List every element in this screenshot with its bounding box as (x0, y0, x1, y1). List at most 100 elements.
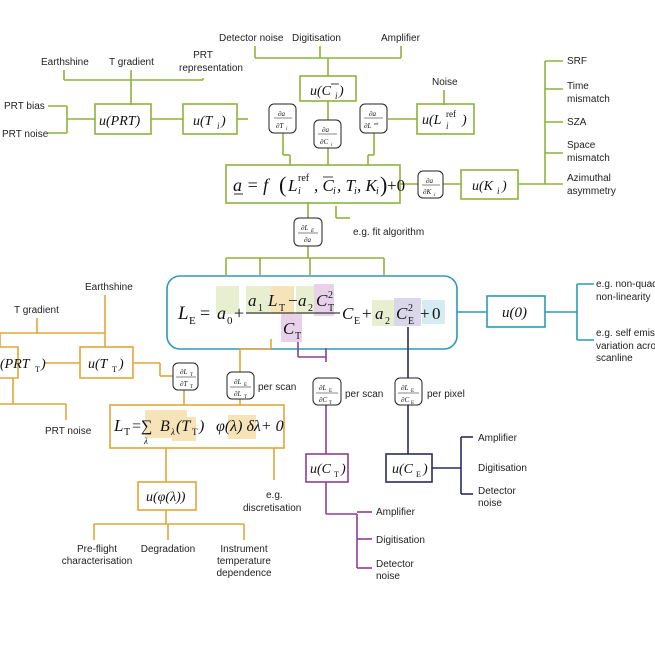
svg-text:λ: λ (143, 436, 148, 446)
equation-highlights (145, 284, 445, 441)
svg-text:u(L: u(L (422, 113, 442, 128)
label-digitisation-purple: Digitisation (376, 535, 425, 546)
orange-branch (0, 295, 285, 540)
svg-text:E: E (408, 316, 414, 327)
label-detector-navy-1: Detector (478, 486, 516, 497)
svg-text:C: C (316, 291, 328, 310)
svg-text:2: 2 (328, 290, 333, 301)
label-prt-bias: PRT bias (4, 101, 45, 112)
label-per-pixel: per pixel (427, 389, 465, 400)
svg-text:): ) (340, 462, 346, 477)
svg-text:u(0): u(0) (502, 305, 527, 321)
label-digitisation-navy: Digitisation (478, 463, 527, 474)
label-space-mismatch-1: Space (567, 140, 596, 151)
svg-text:C: C (283, 319, 295, 338)
svg-text:E: E (416, 470, 421, 479)
svg-text:=: = (200, 303, 210, 323)
svg-text:∂L: ∂L (234, 378, 241, 386)
svg-text:−: − (288, 291, 298, 310)
svg-text:): ) (118, 357, 124, 372)
svg-text:λ: λ (170, 427, 175, 437)
svg-text:0: 0 (227, 315, 233, 327)
svg-text:T: T (334, 470, 339, 479)
svg-text:∂L: ∂L (301, 224, 308, 232)
label-instrument-3: dependence (216, 568, 271, 579)
svg-text:∂C: ∂C (320, 138, 328, 146)
svg-text:i: i (217, 121, 220, 131)
svg-text:L: L (287, 176, 297, 195)
svg-text:i: i (376, 186, 379, 197)
svg-text:E: E (411, 389, 414, 394)
label-noise: Noise (432, 77, 458, 88)
navy-branch (385, 327, 473, 495)
svg-text:E: E (189, 315, 196, 327)
svg-text:∂C: ∂C (401, 396, 409, 404)
svg-text:∂L: ∂L (319, 384, 326, 392)
label-srf: SRF (567, 56, 587, 67)
svg-text:ref: ref (374, 121, 379, 126)
svg-text:i: i (331, 143, 333, 148)
svg-text:1: 1 (258, 303, 263, 314)
label-instrument-1: Instrument (220, 544, 267, 555)
svg-text:): ) (220, 114, 226, 129)
svg-text:T: T (124, 427, 130, 438)
svg-text:L: L (113, 416, 123, 435)
label-digitisation: Digitisation (292, 33, 341, 44)
label-prt-representation-1: PRT (193, 50, 213, 61)
label-detector-purple-1: Detector (376, 559, 414, 570)
label-instrument-2: temperature (217, 556, 271, 567)
svg-text:+: + (420, 304, 430, 323)
label-prt-noise-lower: PRT noise (45, 426, 92, 437)
svg-text:φ(λ) δλ+ 0: φ(λ) δλ+ 0 (216, 418, 284, 435)
svg-text:∂a: ∂a (278, 110, 285, 118)
label-prt-noise: PRT noise (2, 129, 49, 140)
label-non-quad-1: e.g. non-quad (596, 279, 655, 290)
svg-text:u(C: u(C (310, 462, 332, 477)
svg-text:): ) (422, 462, 428, 477)
svg-text:T: T (295, 331, 301, 342)
label-azimuthal-2: asymmetry (567, 186, 616, 197)
label-earthshine: Earthshine (41, 57, 89, 68)
svg-text:T: T (112, 365, 117, 374)
green-branch (48, 46, 563, 275)
svg-text:L: L (267, 291, 277, 310)
svg-text:2: 2 (408, 303, 413, 314)
svg-text:C: C (342, 304, 354, 323)
svg-text:a = f: a = f (233, 175, 271, 195)
label-t-gradient: T gradient (109, 57, 154, 68)
svg-text:C: C (396, 304, 408, 323)
svg-text:u(T: u(T (193, 114, 214, 129)
svg-text:∂T: ∂T (276, 122, 284, 130)
svg-text:u(φ(λ)): u(φ(λ)) (146, 490, 186, 505)
navy-partial (394, 377, 423, 406)
svg-text:∂L: ∂L (401, 384, 408, 392)
svg-text:T: T (328, 303, 334, 314)
label-fit-algorithm: e.g. fit algorithm (353, 227, 424, 238)
svg-text:i: i (497, 186, 500, 196)
svg-text:i: i (446, 121, 449, 131)
svg-text:E: E (244, 383, 247, 388)
purple-branch (297, 340, 372, 569)
svg-text:L: L (177, 303, 189, 324)
teal-branch (166, 275, 594, 350)
svg-text:): ) (40, 357, 46, 372)
label-preflight-2: characterisation (62, 556, 133, 567)
svg-text:a: a (217, 303, 226, 323)
svg-text:i: i (434, 193, 436, 198)
svg-text:u(C: u(C (392, 462, 414, 477)
label-detector-navy-2: noise (478, 498, 502, 509)
svg-text:, C: , C (314, 176, 335, 195)
svg-text:∂L: ∂L (180, 368, 187, 376)
svg-text:u(C: u(C (310, 84, 332, 99)
label-prt-representation-2: representation (179, 63, 243, 74)
label-self-emiss-2: variation acro (596, 341, 655, 352)
svg-text:2: 2 (385, 316, 390, 327)
svg-text:E: E (310, 229, 314, 234)
svg-text:a: a (248, 291, 257, 310)
math-text: u(PRT) u(T i ) u(C i ) u(L ref i ) u(K i… (0, 83, 527, 505)
svg-text:∂a: ∂a (369, 110, 376, 118)
svg-text:u(T: u(T (88, 357, 109, 372)
svg-text:): ) (338, 84, 344, 99)
svg-text:u(PRT): u(PRT) (99, 114, 141, 129)
svg-text:): ) (380, 172, 387, 197)
